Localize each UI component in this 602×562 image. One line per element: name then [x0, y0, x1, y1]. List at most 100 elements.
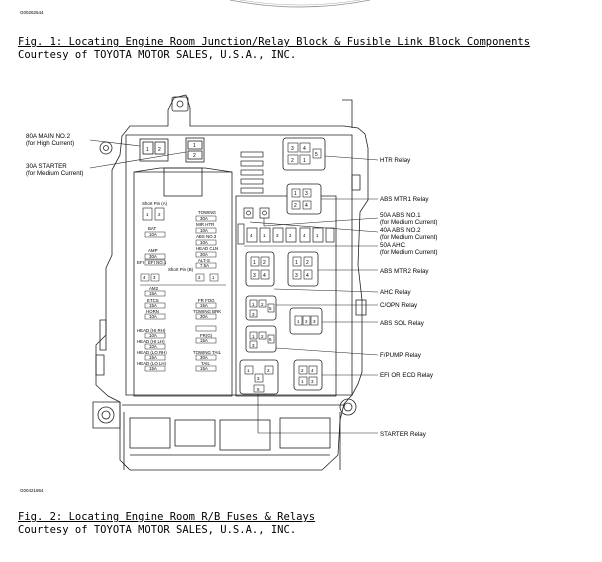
- label-main-no2-sub: (for High Current): [26, 140, 74, 147]
- f-pump-pin-5: 5: [269, 337, 272, 342]
- c-opn-pin-5: 5: [269, 306, 272, 311]
- fuse-amp-label: AMP: [148, 248, 158, 253]
- abs-mtr1-pin-3: 3: [305, 191, 308, 197]
- left-labels: 80A MAIN NO.2 (for High Current) 30A STA…: [26, 133, 83, 177]
- label-ahc: 50A AHC: [380, 242, 406, 249]
- fuse-amp-amp: 30A: [149, 254, 157, 259]
- abs-mtr1-pin-4: 4: [305, 203, 308, 209]
- ahc-pin-1: 1: [253, 260, 256, 266]
- abs-mtr1-pin-1: 1: [294, 191, 297, 197]
- inner-frame: [125, 134, 353, 396]
- fuse-head-hi-rh-amp: 10A: [149, 333, 157, 338]
- htr-pin-4: 4: [303, 146, 306, 152]
- abs-mtr2-pin-2: 2: [306, 260, 309, 266]
- short-pin-2: 2: [158, 212, 161, 217]
- fig1-title: Fig. 1: Locating Engine Room Junction/Re…: [18, 36, 531, 48]
- fuse-abs-no3-label: ABS NO.3: [196, 234, 217, 239]
- mount-hole-upper-left: [99, 141, 113, 155]
- fuse-panel-labels: Short Pin (A) 1 2 TOWING 30A MIR HTR 10A…: [137, 201, 226, 372]
- efi-pin-4: 4: [311, 368, 314, 373]
- mf-pin-2: 2: [289, 233, 292, 238]
- fuse-fr-fog-label: FR FOG: [198, 298, 215, 303]
- abs-sol-pin-2: 2: [305, 319, 308, 324]
- right-labels: HTR Relay ABS MTR1 Relay 50A ABS NO.1 (f…: [380, 157, 437, 438]
- fuse-mir-htr-label: MIR HTR: [196, 222, 214, 227]
- starter-pin-1: 1: [247, 368, 250, 373]
- fuse-head-lo-lh-label: HEAD (LO LH): [137, 361, 167, 366]
- label-abs-mtr1-relay: ABS MTR1 Relay: [380, 196, 429, 203]
- abs-sol-relay: 1 2 3: [289, 307, 323, 335]
- fuse-bat-amp: 10A: [149, 232, 157, 237]
- fuse-head-hi-lh-label: HEAD (HI LH): [137, 339, 165, 344]
- fig2-title: Fig. 2: Locating Engine Room R/B Fuses &…: [18, 511, 316, 523]
- label-abs-no2-sub: (for Medium Current): [380, 234, 437, 241]
- c-opn-pin-1: 1: [252, 302, 255, 307]
- label-abs-mtr2-relay: ABS MTR2 Relay: [380, 268, 429, 275]
- abs-sol-pin-1: 1: [297, 319, 300, 324]
- mf-pin-4: 4: [250, 233, 253, 238]
- short-pin-a-label: Short Pin (A): [142, 201, 168, 206]
- fuse-towing-label: TOWING: [198, 210, 217, 215]
- label-ahc-relay: AHC Relay: [380, 289, 412, 296]
- label-abs-no1-sub: (for Medium Current): [380, 219, 437, 226]
- efi-pin-2: 2: [301, 368, 304, 373]
- mf-pin-3: 3: [276, 233, 279, 238]
- fig2-caption: Fig. 2: Locating Engine Room R/B Fuses &…: [18, 511, 315, 537]
- starter-relay: 1 2 3 5: [239, 359, 279, 395]
- fuse-head-cln-amp: 30A: [200, 252, 208, 257]
- fuse-head-cln-label: HEAD CLN: [196, 246, 218, 251]
- ahc-pin-2: 2: [263, 260, 266, 266]
- label-abs-no1: 50A ABS NO.1: [380, 212, 421, 219]
- fuse-towing-brk-label: TOWING BRK: [193, 309, 221, 314]
- htr-pin-5: 5: [315, 152, 318, 158]
- fig1-courtesy: Courtesy of TOYOTA MOTOR SALES, U.S.A., …: [18, 49, 297, 61]
- starter-pin-3: 3: [257, 376, 260, 381]
- fuse-towing-tail-label: TOWING TAIL: [193, 350, 222, 355]
- label-c-opn-relay: C/OPN Relay: [380, 302, 418, 309]
- abs-mtr2-relay: 1 2 3 4: [287, 251, 319, 287]
- short-pin-b-1: 1: [212, 275, 215, 280]
- fuse-towing-amp: 30A: [200, 216, 208, 221]
- abs-sol-pin-3: 3: [313, 319, 316, 324]
- fuse-etcs-label: ETCS: [147, 298, 159, 303]
- fuse-towing-tail-amp: 30A: [200, 355, 208, 360]
- fuse-abs-no3-amp: 10A: [200, 240, 208, 245]
- fuse-am2-label: AM2: [149, 286, 159, 291]
- f-pump-pin-1: 1: [252, 334, 255, 339]
- fuse-mir-htr-amp: 10A: [200, 228, 208, 233]
- fig1-caption: Fig. 1: Locating Engine Room Junction/Re…: [18, 36, 530, 62]
- fuse-fr-fog-amp: 15A: [200, 303, 208, 308]
- label-efi-relay: EFI OR ECD Relay: [380, 372, 434, 379]
- fl-starter-pin-1: 1: [193, 143, 196, 149]
- fuse-alt-s-amp: 7.5A: [200, 263, 209, 268]
- label-starter-sub: (for Medium Current): [26, 170, 83, 177]
- fuse-head-hi-rh-label: HEAD (HI RH): [137, 328, 166, 333]
- mount-hole-lower-right: [339, 398, 357, 416]
- fuse-etcs-amp: 15A: [149, 303, 157, 308]
- label-htr-relay: HTR Relay: [380, 157, 411, 164]
- starter-pin-5: 5: [257, 387, 260, 392]
- ahc-relay: 1 2 3 4: [245, 251, 275, 287]
- label-abs-no2: 40A ABS NO.2: [380, 227, 421, 234]
- top-image-id: G00262544: [20, 10, 44, 15]
- fuse-bat-label: BAT: [148, 226, 157, 231]
- fl-pin-1: 1: [146, 147, 149, 153]
- label-main-no2: 80A MAIN NO.2: [26, 133, 71, 140]
- f-pump-pin-2: 2: [261, 334, 264, 339]
- fuse-head-lo-lh-amp: 15A: [149, 366, 157, 371]
- short-pin-b-label: Short Pin (B): [168, 267, 194, 272]
- label-starter-relay: STARTER Relay: [380, 431, 427, 438]
- efi-pin-3: 3: [311, 379, 314, 384]
- fuse-head-hi-lh-amp: 10A: [149, 344, 157, 349]
- htr-pin-2: 2: [291, 158, 294, 164]
- c-opn-relay: 1 2 3 5: [245, 295, 277, 321]
- fuse-tail-label: TAIL: [201, 361, 211, 366]
- htr-pin-3: 3: [291, 146, 294, 152]
- fl-pin-2: 2: [158, 147, 161, 153]
- medium-fuse-row: [237, 207, 335, 245]
- htr-relay: 3 4 2 1 5: [282, 137, 326, 171]
- ahc-pin-3: 3: [253, 273, 256, 279]
- fuse-head-lo-rh-amp: 15A: [149, 355, 157, 360]
- leader-lines: [89, 139, 379, 434]
- fuse-frig-label: FR(G): [200, 333, 213, 338]
